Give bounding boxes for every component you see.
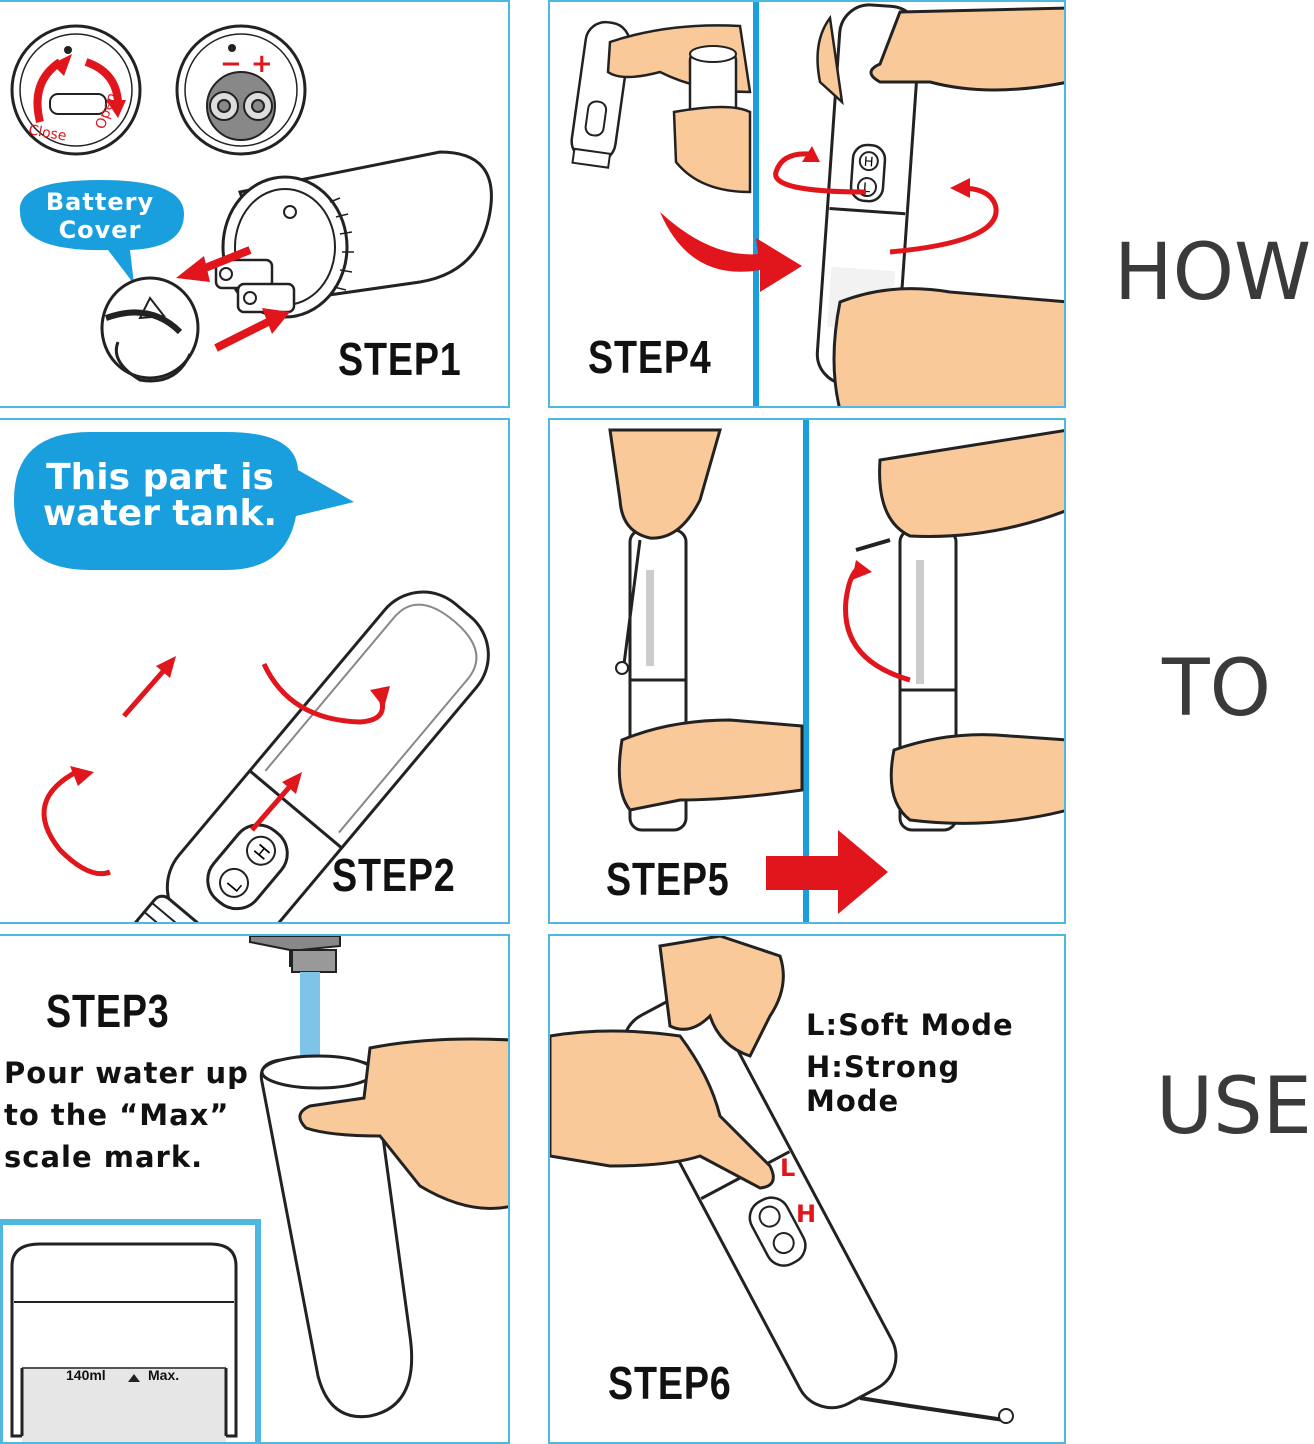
water-tank-bubble: This part is water tank. xyxy=(42,457,278,534)
step6-label: STEP6 xyxy=(608,1357,732,1409)
soft-mode-text: L:Soft Mode xyxy=(806,1008,1014,1042)
mark-h-text: H xyxy=(796,1200,817,1228)
step4-illustration: H L xyxy=(570,2,1064,406)
title-to: TO xyxy=(1162,644,1272,734)
step1-label: STEP1 xyxy=(338,333,462,385)
strong-mode-text: H:Strong Mode xyxy=(806,1050,961,1118)
close-text: Close xyxy=(27,122,67,144)
step3-instruction: Pour water up to the “Max” scale mark. xyxy=(4,1056,249,1174)
step2-illustration: L H xyxy=(14,432,490,922)
step4-button-l-text: L xyxy=(862,181,871,197)
step4-button-h-text: H xyxy=(863,155,874,171)
battery-cover-bubble: Battery Cover xyxy=(45,188,155,244)
step6-panel: L:Soft Mode H:Strong Mode L H STEP6 xyxy=(548,934,1066,1444)
step4-label: STEP4 xyxy=(588,331,712,383)
step4-panel: H L STEP4 xyxy=(548,0,1066,408)
mark-l-text: L xyxy=(780,1154,796,1182)
title-use: USE xyxy=(1156,1062,1312,1152)
scale-max-text: Max. xyxy=(148,1367,179,1383)
step5-illustration xyxy=(608,420,1064,922)
step2-label: STEP2 xyxy=(332,849,456,901)
step1-illustration: Close Open − + xyxy=(10,24,493,383)
step5-label: STEP5 xyxy=(606,853,730,905)
step1-panel: Close Open − + xyxy=(0,0,510,408)
step2-panel: L H This part is water tank. STEP2 xyxy=(0,418,510,924)
svg-text:− +: − + xyxy=(220,49,273,79)
step3-panel: 140ml Max. STEP3 Pour water up to the “M… xyxy=(0,934,510,1444)
step3-label: STEP3 xyxy=(46,985,170,1037)
scale-140ml-text: 140ml xyxy=(66,1367,106,1383)
step5-panel: STEP5 xyxy=(548,418,1066,924)
title-how: HOW xyxy=(1114,228,1312,318)
step3-illustration: 140ml Max. xyxy=(0,936,508,1442)
step6-illustration xyxy=(550,936,1014,1424)
